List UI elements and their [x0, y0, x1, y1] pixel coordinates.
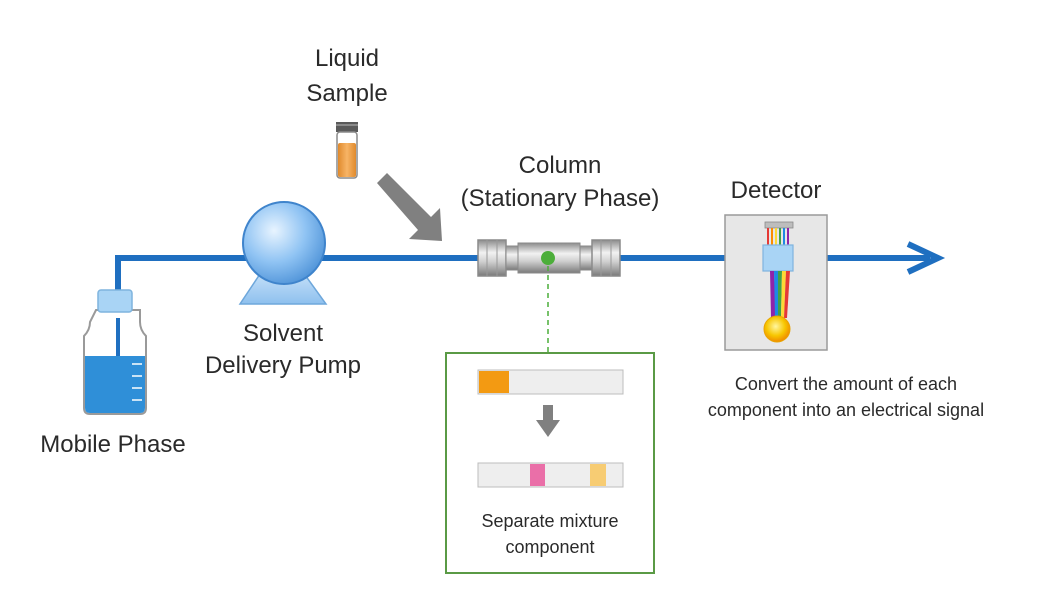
detector-caption-line2: component into an electrical signal: [708, 400, 984, 420]
detector-icon: [724, 214, 828, 351]
separated-band-pink: [530, 464, 545, 486]
separation-caption-line2: component: [505, 537, 594, 557]
sample-vial-icon: [336, 122, 358, 179]
detector-caption-line1: Convert the amount of each: [735, 374, 957, 394]
column-icon: [477, 239, 621, 277]
pump-icon: [238, 201, 328, 305]
separation-caption-line1: Separate mixture: [481, 511, 618, 531]
separation-inset: Separate mixture component: [445, 352, 655, 574]
stationary-phase-marker: [541, 251, 555, 265]
mobile-phase-bottle-icon: [83, 289, 147, 415]
detector-lamp: [763, 315, 791, 343]
pump-label-line2: Delivery Pump: [205, 352, 361, 379]
injection-arrow-icon: [377, 173, 442, 241]
pump-label-line1: Solvent: [243, 320, 323, 347]
liquid-sample-label-line1: Liquid: [315, 45, 379, 72]
mixture-band: [479, 371, 509, 393]
detector-label: Detector: [731, 177, 822, 204]
labels: Liquid Sample Column (Stationary Phase) …: [40, 45, 984, 458]
flow-arrowhead-icon: [906, 241, 946, 275]
column-label-line2: (Stationary Phase): [461, 185, 660, 212]
mobile-phase-label: Mobile Phase: [40, 431, 185, 458]
separated-band-yellow: [590, 464, 606, 486]
down-arrow-icon: [536, 405, 560, 437]
bottle-cap: [97, 289, 133, 313]
liquid-sample-label-line2: Sample: [306, 80, 387, 107]
column-label-line1: Column: [519, 152, 602, 179]
